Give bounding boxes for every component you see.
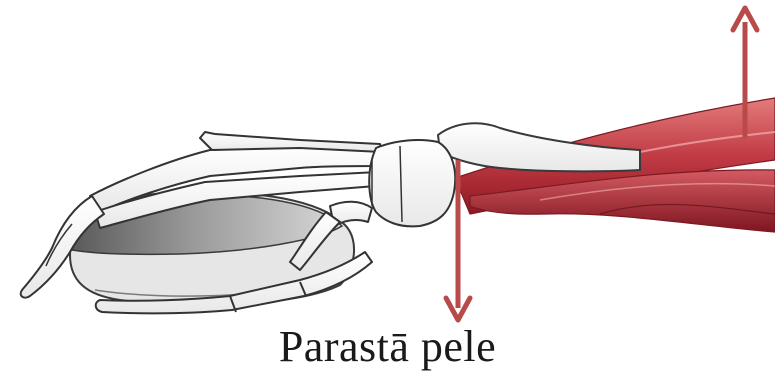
figure-caption: Parastā pele <box>0 322 775 372</box>
forearm-bones-illustration <box>438 123 640 171</box>
